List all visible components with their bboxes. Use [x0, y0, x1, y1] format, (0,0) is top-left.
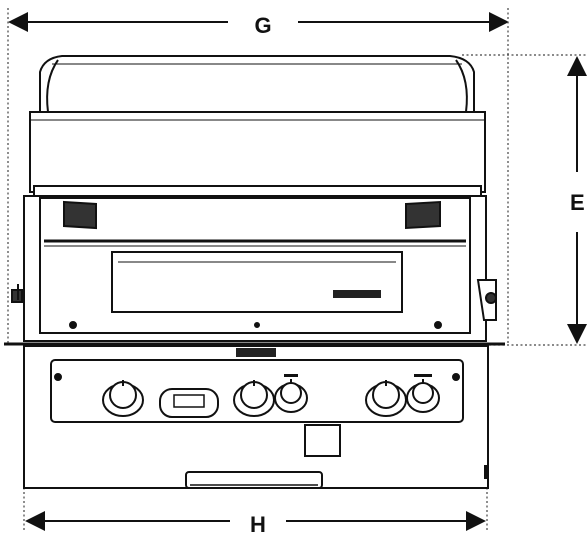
firebox-screw-left [69, 321, 77, 329]
knob-cap [280, 382, 302, 404]
control-panel [23, 345, 489, 489]
grill-hood [29, 55, 486, 197]
knob-tag [414, 374, 432, 377]
burner-logo-mark [333, 290, 381, 298]
handle-bar [185, 471, 323, 489]
burner-knob-2[interactable] [233, 380, 275, 417]
hood-front-panel [29, 111, 486, 193]
ignition-switch[interactable] [304, 424, 341, 457]
brand-plate [236, 348, 276, 357]
digital-display [159, 388, 219, 418]
hinge-bracket-left [63, 200, 97, 230]
dimension-e-label: E [570, 190, 585, 215]
firebox-screw-right [434, 321, 442, 329]
hood-lower-band [33, 185, 482, 197]
side-burner-knob[interactable] [406, 374, 440, 413]
panel-screw-right [452, 373, 460, 381]
hood-side-right [455, 59, 468, 113]
knob-tag [284, 374, 298, 377]
hood-dome [39, 55, 475, 112]
base-vent-right [484, 465, 489, 479]
display-screen [173, 394, 205, 408]
display-bezel [159, 388, 219, 418]
side-handle-left [11, 284, 23, 303]
grill-firebox [11, 195, 497, 342]
hood-side-left [46, 59, 59, 113]
burner-cover [111, 251, 403, 313]
firebox-inner [39, 197, 471, 334]
hinge-bracket-right [405, 200, 441, 230]
burner-knob-1[interactable] [102, 380, 144, 417]
dimension-g: G [7, 8, 509, 345]
panel-screw-left [54, 373, 62, 381]
firebox-screw-center [254, 322, 260, 328]
dimension-h-label: H [250, 512, 266, 533]
dimension-e: E [462, 54, 587, 346]
rotisserie-knob[interactable] [274, 374, 308, 413]
grease-tray-handle[interactable] [185, 471, 323, 489]
dimension-g-label: G [254, 13, 271, 38]
burner-knob-3[interactable] [365, 380, 407, 417]
side-knob-right [485, 292, 497, 304]
knob-cap [412, 382, 434, 404]
